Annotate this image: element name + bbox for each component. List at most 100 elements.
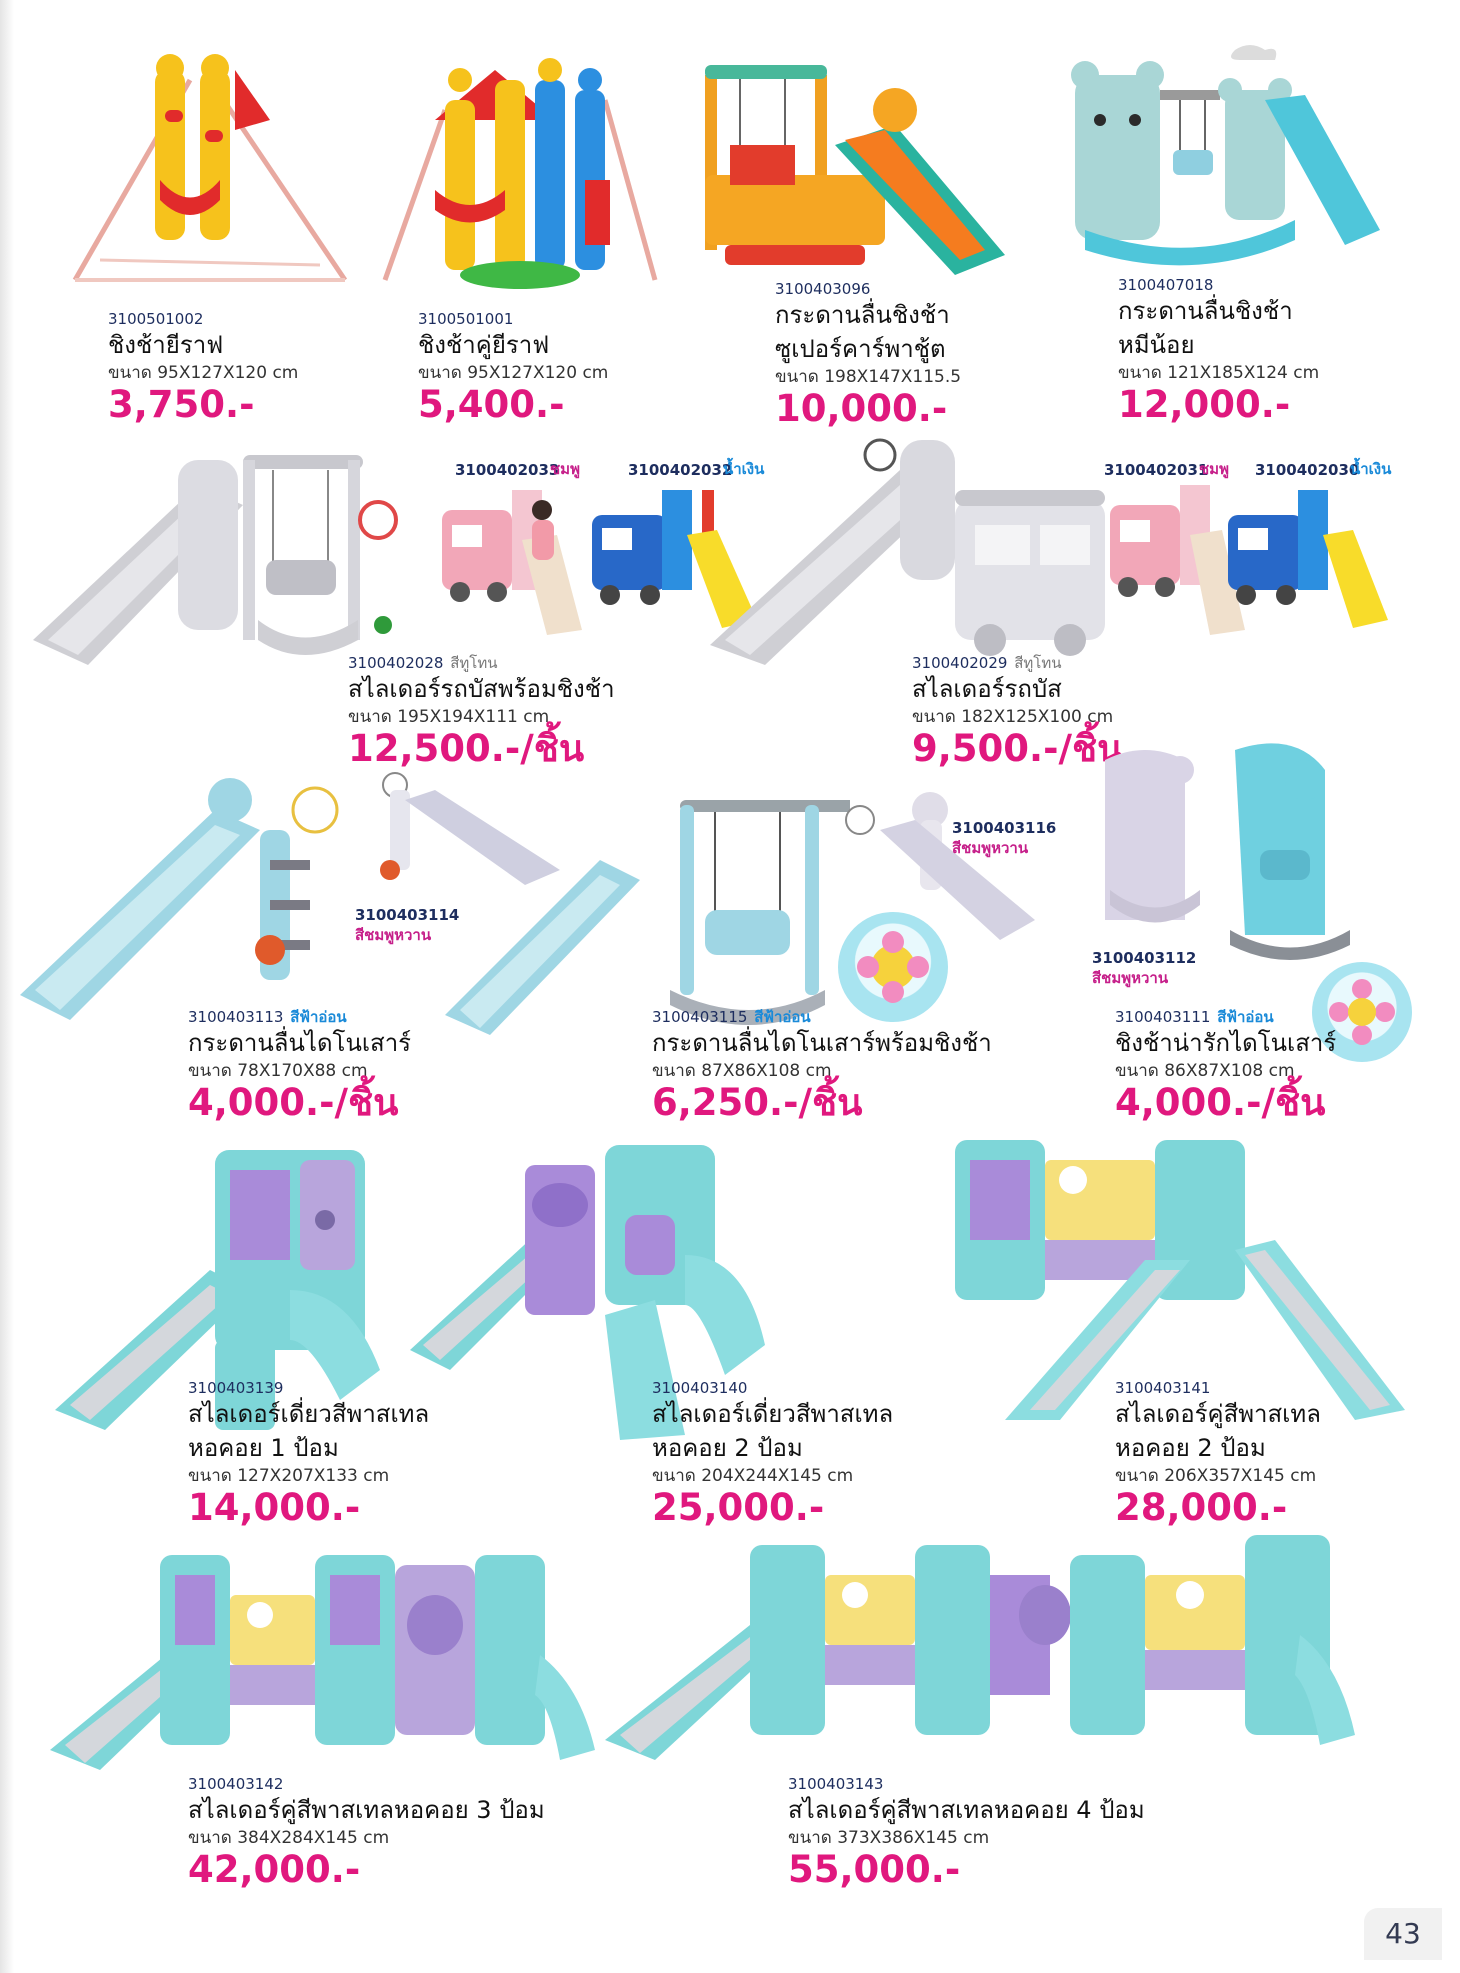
giraffe-swing-image [60,40,360,300]
product-size: ขนาด 204X244X145 cm [652,1466,854,1486]
product-name: กระดานลื่นชิงช้า [1118,297,1293,325]
product-price: 12,500.-/ชิ้น [348,727,585,770]
product-code: 3100403113 สีฟ้าอ่อน [188,1008,411,1026]
product-giraffe-swing: 3100501002 ชิงช้ายีราฟ ขนาด 95X127X120 c… [108,310,298,426]
color-tag-label: สีชมพูหวาน [355,926,432,944]
product-name: สไลเดอร์รถบัส [912,675,1062,703]
product-name: ชิงช้าคู่ยีราฟ [418,331,550,359]
product-name: ชิงช้ายีราฟ [108,331,224,359]
color-tag-label-2: สีชมพูหวาน [952,839,1029,857]
product-price: 14,000.- [188,1486,361,1529]
product-name-line2: หอคอย 2 ป้อม [1115,1434,1266,1462]
product-size: ขนาด 87X86X108 cm [652,1061,832,1081]
product-pastel-tower-2: 3100403140 สไลเดอร์เดี่ยวสีพาสเทล หอคอย … [652,1379,893,1529]
product-bus-slider-swing: 3100402028 สีทูโทน สไลเดอร์รถบัสพร้อมชิง… [348,654,615,770]
product-code: 3100403143 [788,1775,884,1793]
color-tag-code-3100403116: 3100403116 [952,819,1057,837]
product-price: 9,500.-/ชิ้น [912,727,1123,770]
variant-label-pink-2: ชมพู [1199,460,1229,478]
product-code: 3100403142 [188,1775,284,1793]
product-pastel-double-tower-2: 3100403141 สไลเดอร์คู่สีพาสเทล หอคอย 2 ป… [1115,1379,1321,1529]
bear-slide-swing-image [1065,40,1385,280]
dino-slide-pink-image [345,770,565,890]
product-code: 3100403141 [1115,1379,1211,1397]
product-code: 3100407018 [1118,276,1214,294]
color-tag-label-3: สีชมพูหวาน [1092,969,1169,987]
product-name: กระดานลื่นไดโนเสาร์ [188,1029,412,1057]
product-size: ขนาด 373X386X145 cm [788,1828,990,1848]
product-name-line2: หมีน้อย [1118,331,1195,359]
product-price: 3,750.- [108,383,255,426]
product-name: สไลเดอร์คู่สีพาสเทลหอคอย 3 ป้อม [188,1796,545,1824]
product-bus-slider: 3100402029 สีทูโทน สไลเดอร์รถบัส ขนาด 18… [912,654,1122,770]
product-price: 4,000.-/ชิ้น [1115,1081,1326,1124]
product-price: 5,400.- [418,383,565,426]
page-number: 43 [1364,1908,1442,1960]
color-tag-code-3100403114: 3100403114 [355,906,460,924]
product-price: 4,000.-/ชิ้น [188,1081,399,1124]
product-price: 42,000.- [188,1848,361,1891]
product-double-giraffe-swing: 3100501001 ชิงช้าคู่ยีราฟ ขนาด 95X127X12… [418,310,608,426]
product-price: 25,000.- [652,1486,825,1529]
product-size: ขนาด 78X170X88 cm [188,1061,368,1081]
page-edge-shadow [0,0,14,1973]
product-supercar-slide-swing: 3100403096 กระดานลื่นชิงช้า ซูเปอร์คาร์พ… [775,280,961,430]
color-variant: สีฟ้าอ่อน [1217,1008,1274,1026]
product-size: ขนาด 198X147X115.5 [775,367,962,387]
sound-button-badge-2 [1312,962,1412,1062]
product-code: 3100501002 [108,310,204,328]
variant-code-3100402031: 3100402031 [1104,461,1209,479]
product-name: ชิงช้าน่ารักไดโนเสาร์ [1115,1029,1337,1057]
product-size: ขนาด 95X127X120 cm [108,363,299,383]
color-variant: สีฟ้าอ่อน [754,1008,811,1026]
double-giraffe-swing-image [375,40,665,300]
variant-code-3100402032: 3100402032 [628,461,733,479]
product-pastel-double-tower-3: 3100403142 สไลเดอร์คู่สีพาสเทลหอคอย 3 ป้… [188,1775,545,1891]
product-name-line2: หอคอย 2 ป้อม [652,1434,803,1462]
product-size: ขนาด 127X207X133 cm [188,1466,390,1486]
product-size: ขนาด 121X185X124 cm [1118,363,1320,383]
product-price: 10,000.- [775,387,948,430]
dino-slide-swing-image [440,790,850,1040]
variant-code-3100402030: 3100402030 [1255,461,1360,479]
product-name: สไลเดอร์เดี่ยวสีพาสเทล [652,1400,894,1428]
product-size: ขนาด 195X194X111 cm [348,707,550,727]
pastel-tower-1-image [50,1140,420,1440]
product-size: ขนาด 182X125X100 cm [912,707,1114,727]
product-price: 28,000.- [1115,1486,1288,1529]
product-name: สไลเดอร์รถบัสพร้อมชิงช้า [348,675,615,703]
product-pastel-tower-1: 3100403139 สไลเดอร์เดี่ยวสีพาสเทล หอคอย … [188,1379,429,1529]
product-size: ขนาด 206X357X145 cm [1115,1466,1317,1486]
product-code: 3100403111 สีฟ้าอ่อน [1115,1008,1336,1026]
bus-slider-pink-image-2 [1110,475,1260,640]
product-price: 12,000.- [1118,383,1291,426]
product-price: 55,000.- [788,1848,961,1891]
product-size: ขนาด 384X284X145 cm [188,1828,390,1848]
product-name: กระดานลื่นชิงช้า [775,301,950,329]
product-pastel-double-tower-4: 3100403143 สไลเดอร์คู่สีพาสเทลหอคอย 4 ป้… [788,1775,1145,1891]
pastel-double-tower-2-image [915,1120,1415,1430]
product-name-line2: หอคอย 1 ป้อม [188,1434,339,1462]
code-value: 3100403113 [188,1008,284,1026]
product-code: 3100403139 [188,1379,284,1397]
variant-label-pink: ชมพู [550,460,580,478]
dino-slide-swing-pink-image [820,790,1040,950]
product-size: ขนาด 86X87X108 cm [1115,1061,1295,1081]
pastel-double-tower-4-image [600,1515,1360,1765]
supercar-slide-swing-image [695,55,1015,290]
code-value: 3100403111 [1115,1008,1211,1026]
product-dino-slide-swing: 3100403115 สีฟ้าอ่อน กระดานลื่นไดโนเสาร์… [652,1008,992,1124]
color-tag-code-3100403112: 3100403112 [1092,949,1197,967]
product-dino-slide: 3100403113 สีฟ้าอ่อน กระดานลื่นไดโนเสาร์… [188,1008,411,1124]
product-name-line2: ซูเปอร์คาร์พาชู้ต [775,335,946,363]
product-bear-slide-swing: 3100407018 กระดานลื่นชิงช้า หมีน้อย ขนาด… [1118,276,1319,426]
sound-button-badge [838,912,948,1022]
product-code: 3100501001 [418,310,514,328]
color-variant: สีทูโทน [1014,654,1062,672]
product-name: สไลเดอร์เดี่ยวสีพาสเทล [188,1400,430,1428]
bus-slider-pink-image [442,480,597,640]
product-name: สไลเดอร์คู่สีพาสเทล [1115,1400,1321,1428]
product-code: 3100403115 สีฟ้าอ่อน [652,1008,992,1026]
bus-slider-image [700,430,1110,670]
